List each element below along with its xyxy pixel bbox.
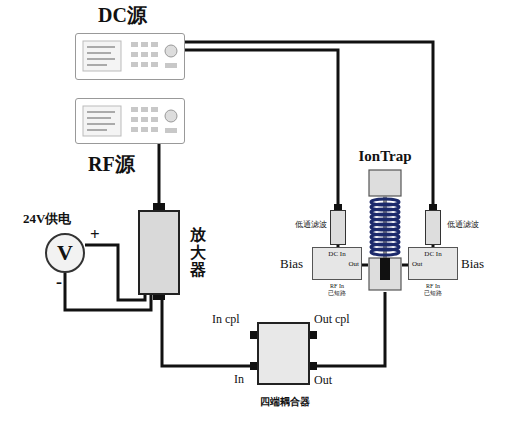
wire xyxy=(185,42,433,210)
wire xyxy=(162,295,257,366)
trap-top-cap xyxy=(369,170,401,196)
helical-coil xyxy=(371,199,399,255)
trap-feed xyxy=(380,258,390,280)
node-body: DC In xyxy=(313,251,361,259)
node-body: Out cpl xyxy=(314,313,350,326)
node-label: Bias xyxy=(280,257,303,271)
low-pass-filter: 低通滤波 xyxy=(425,210,441,245)
voltage-source: 24V供电V xyxy=(45,233,85,273)
node-label: 放大器 xyxy=(190,226,206,279)
node-port-label: Out xyxy=(343,261,359,269)
port-stub xyxy=(309,331,317,339)
node-port-label: Out xyxy=(412,261,423,269)
node-note: RF In 已短路 xyxy=(327,283,347,296)
polarity-sign: + xyxy=(90,226,100,243)
node-note: Out xyxy=(314,374,332,387)
wire xyxy=(85,245,145,300)
node-title: 四端耦合器 xyxy=(247,396,322,407)
node-label: 低通滤波 xyxy=(283,221,327,230)
coil-turn xyxy=(371,249,399,255)
four-port-coupler: In cplOut cplInOut四端耦合器 xyxy=(257,322,310,385)
node-label: 低通滤波 xyxy=(447,221,479,230)
dc-source-instrument: DC源 xyxy=(75,33,185,80)
wire xyxy=(158,144,161,210)
trap-base xyxy=(369,258,401,290)
bias-tee: BiasDC InOutRF In 已短路 xyxy=(408,247,458,280)
node-note: RF In 已短路 xyxy=(423,283,443,296)
amplifier: 放大器 xyxy=(138,210,180,295)
node-label: DC源 xyxy=(98,4,147,26)
node-label: Bias xyxy=(461,257,484,271)
node-label: RF源 xyxy=(88,153,135,175)
dc-instrument-face xyxy=(75,33,185,79)
node-body: V xyxy=(47,241,83,265)
node-label: 24V供电 xyxy=(23,212,71,226)
node-label: In cpl xyxy=(212,313,240,326)
node-body: DC In xyxy=(409,251,457,259)
rf-source-instrument: RF源 xyxy=(75,98,185,144)
wire xyxy=(362,264,368,267)
ion-trap: IonTrap xyxy=(368,168,402,292)
node-port-label: In xyxy=(234,373,244,386)
polarity-sign: - xyxy=(56,273,62,291)
rf-instrument-face xyxy=(75,98,185,144)
node-label: IonTrap xyxy=(348,148,422,165)
wire xyxy=(310,292,385,366)
low-pass-filter: 低通滤波 xyxy=(330,210,346,245)
wire xyxy=(185,50,338,210)
source-body xyxy=(46,234,84,272)
bias-tee: BiasDC InOutRF In 已短路 xyxy=(312,247,362,280)
